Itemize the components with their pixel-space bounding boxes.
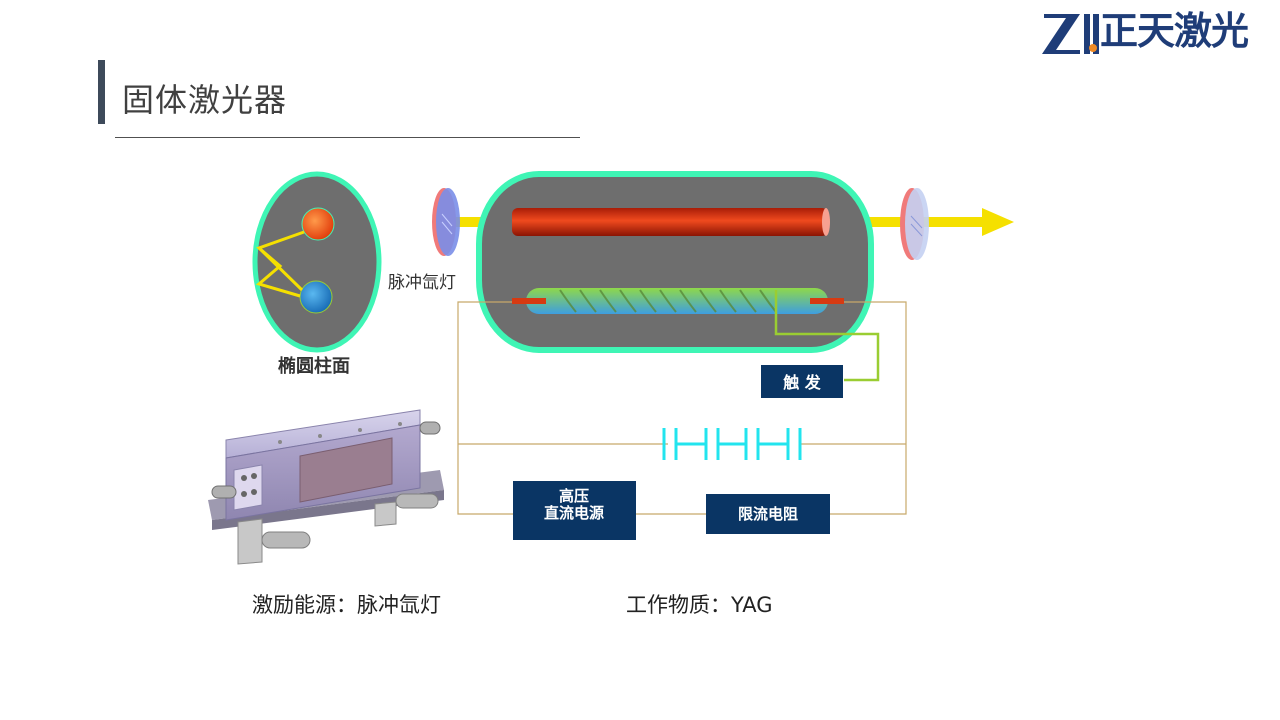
left-mirror xyxy=(432,188,460,256)
hv-label-line2: 直流电源 xyxy=(544,504,604,522)
flash-lamp xyxy=(512,288,844,314)
circuit-wiring xyxy=(457,301,907,515)
hv-label-line1: 高压 xyxy=(559,487,589,505)
hv-power-box: 高压 直流电源 xyxy=(513,481,636,540)
caption-pump-source: 激励能源：脉冲氙灯 xyxy=(252,593,441,617)
title-underline xyxy=(115,137,580,138)
company-logo xyxy=(1042,14,1099,54)
logo-text: 正天激光 xyxy=(1100,9,1249,53)
right-mirror xyxy=(900,188,929,260)
resistor-label: 限流电阻 xyxy=(738,505,798,523)
trigger-box: 触 发 xyxy=(761,365,843,398)
laser-cavity xyxy=(476,171,874,353)
laser-head-illustration xyxy=(208,409,444,565)
caption-gain-medium: 工作物质：YAG xyxy=(626,593,773,617)
title-accent-bar xyxy=(98,60,105,124)
resistor-box: 限流电阻 xyxy=(706,494,830,534)
capacitor-bank xyxy=(662,428,802,460)
ellipse-cross-section xyxy=(252,171,382,353)
page-title: 固体激光器 xyxy=(122,81,288,119)
flash-lamp-label: 脉冲氙灯 xyxy=(388,273,456,293)
yag-rod xyxy=(512,208,830,236)
trigger-label: 触 发 xyxy=(782,373,822,392)
trigger-wire xyxy=(774,290,880,382)
ellipse-label: 椭圆柱面 xyxy=(278,355,350,377)
